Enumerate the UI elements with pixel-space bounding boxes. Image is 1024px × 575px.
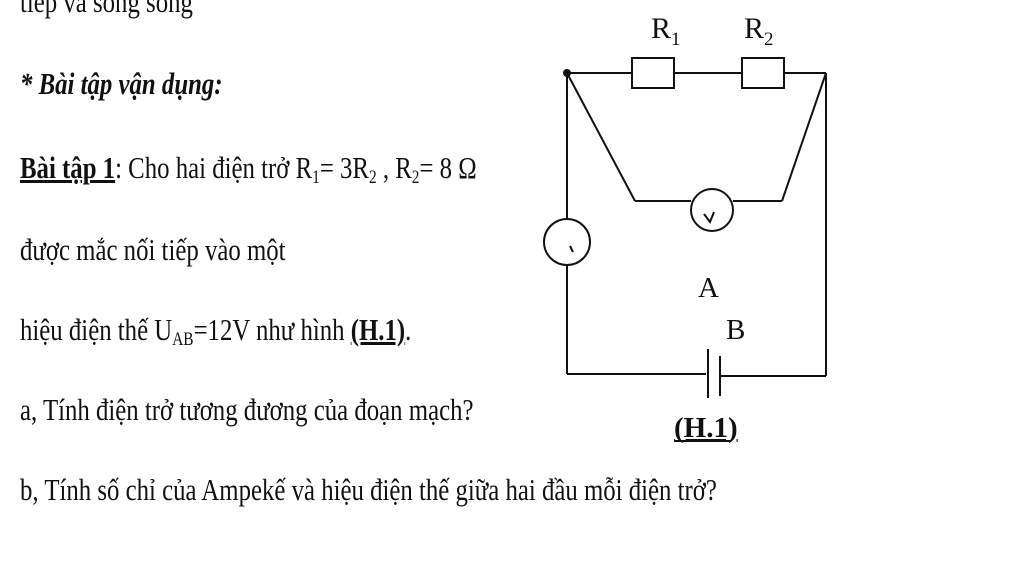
resistor-r1 xyxy=(631,57,675,89)
exercise-line-3: hiệu điện thế UAB=12V như hình (H.1). xyxy=(20,312,412,350)
subscript: AB xyxy=(172,328,194,350)
cut-off-text-line: tiếp và song song xyxy=(20,0,193,19)
ammeter-needle-icon xyxy=(569,245,574,253)
voltmeter-needle-icon xyxy=(703,211,715,225)
resistor-r2 xyxy=(741,57,785,89)
terminal-a-label: A xyxy=(698,272,719,304)
figure-label: (H.1) xyxy=(674,412,738,444)
r2-label: R2 xyxy=(744,12,774,50)
subscript: 1 xyxy=(312,166,320,188)
subscript: 2 xyxy=(368,166,377,188)
exercise-label: Bài tập 1 xyxy=(20,150,116,185)
question-a: a, Tính điện trở tương đương của đoạn mạ… xyxy=(20,392,474,427)
subscript: 2 xyxy=(411,166,420,188)
text-segment: : Cho hai điện trở R xyxy=(115,150,313,185)
r1-label: R1 xyxy=(651,12,681,50)
exercise-line-2: được mắc nối tiếp vào một xyxy=(20,232,286,267)
wire-meter-left-diagonal xyxy=(566,72,636,202)
voltmeter-circle xyxy=(690,188,734,232)
text-segment: =12V như hình xyxy=(193,312,351,347)
ammeter-circle xyxy=(543,218,591,266)
text-segment: = 8 Ω xyxy=(419,150,477,185)
terminal-b-label: B xyxy=(726,314,745,346)
question-b: b, Tính số chỉ của Ampekế và hiệu điện t… xyxy=(20,472,717,507)
wire-meter-right-diagonal xyxy=(781,72,827,202)
junction-dot xyxy=(563,69,571,77)
figure-reference: (H.1) xyxy=(350,312,406,347)
exercise-line-1: Bài tập 1: Cho hai điện trở R1= 3R2 , R2… xyxy=(20,150,477,188)
text-segment: = 3R xyxy=(319,150,369,185)
exercise-heading: * Bài tập vận dụng: xyxy=(20,66,223,101)
text-segment: hiệu điện thế U xyxy=(20,312,173,347)
text-segment: , R xyxy=(376,150,412,185)
text-segment: . xyxy=(405,312,412,347)
